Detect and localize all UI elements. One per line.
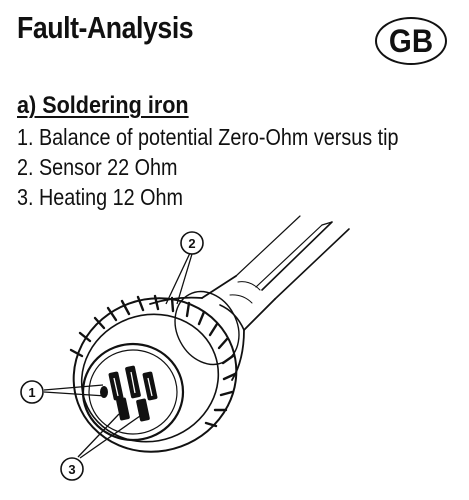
- step-item: 3. Heating 12 Ohm: [17, 184, 184, 210]
- callout-1-line-b: [43, 391, 107, 397]
- cable: [235, 215, 350, 300]
- socket-pins: [100, 365, 158, 422]
- callout-3-line-b: [79, 415, 141, 459]
- country-code: GB: [388, 23, 434, 59]
- callout-2-line: [165, 252, 191, 305]
- connector-neck: [201, 275, 276, 331]
- callout-2: 2: [180, 231, 204, 255]
- page-title: Fault-Analysis: [17, 10, 194, 45]
- callout-2-label: 2: [188, 236, 195, 251]
- callout-3-label: 3: [68, 462, 75, 477]
- callout-1-label: 1: [28, 385, 35, 400]
- step-item: 2. Sensor 22 Ohm: [17, 154, 178, 180]
- steps-list: 1. Balance of potential Zero-Ohm versus …: [17, 122, 399, 212]
- socket-face: [81, 342, 185, 442]
- callout-2-line-b: [176, 253, 193, 305]
- callout-3: 3: [60, 457, 84, 481]
- callout-3-line: [77, 413, 120, 458]
- soldering-iron-connector-illustration: 1 2 3: [20, 215, 350, 481]
- callout-1-line: [43, 384, 104, 391]
- section-heading: a) Soldering iron: [17, 92, 189, 119]
- knurled-ring: [69, 294, 238, 453]
- country-badge: GB: [375, 17, 447, 65]
- callout-1: 1: [20, 380, 44, 404]
- step-item: 1. Balance of potential Zero-Ohm versus …: [17, 124, 399, 150]
